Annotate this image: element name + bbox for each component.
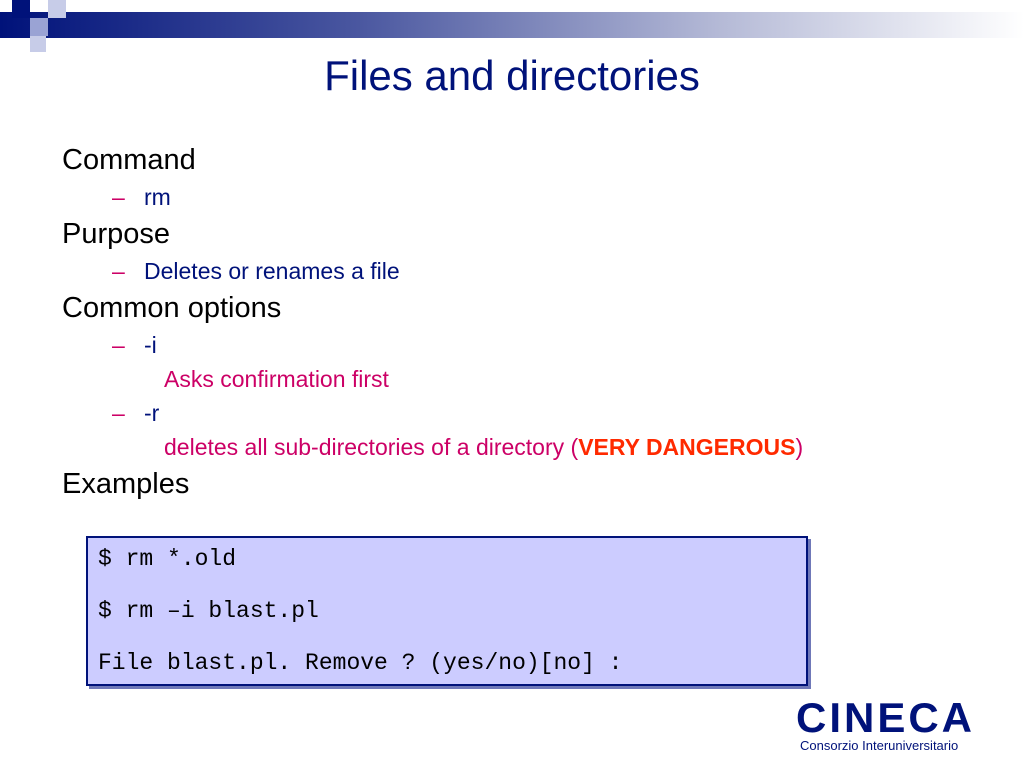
decor-square [30, 36, 46, 52]
purpose-heading: Purpose [62, 218, 171, 250]
examples-heading: Examples [62, 468, 190, 500]
code-example-box: $ rm *.old $ rm –i blast.pl File blast.p… [86, 536, 808, 686]
command-item: – rm [62, 180, 1002, 214]
logo-subtitle: Consorzio Interuniversitario [800, 738, 959, 753]
option-i-item: – -i [62, 328, 1002, 362]
dash-bullet: – [112, 184, 125, 210]
decor-square [0, 0, 12, 12]
options-heading: Common options [62, 292, 282, 324]
code-line: $ rm –i blast.pl [98, 598, 319, 624]
decor-square [30, 18, 48, 36]
code-line: File blast.pl. Remove ? (yes/no)[no] : [98, 650, 623, 676]
cineca-logo: CINECA Consorzio Interuniversitario [796, 694, 986, 760]
top-decoration-bar [0, 12, 1024, 38]
slide-title: Files and directories [324, 52, 700, 99]
code-line: $ rm *.old [98, 546, 237, 572]
command-heading: Command [62, 144, 196, 176]
decor-square [12, 0, 30, 18]
dash-bullet: – [112, 400, 125, 426]
logo-wordmark: CINECA [796, 694, 976, 741]
slide-content: Command – rm Purpose – Deletes or rename… [62, 140, 1002, 504]
option-r-description: deletes all sub-directories of a directo… [62, 430, 1002, 464]
command-value: rm [144, 184, 171, 210]
dash-bullet: – [112, 258, 125, 284]
decor-square [48, 0, 66, 18]
option-r-desc-suffix: ) [795, 434, 804, 460]
option-i: -i [144, 332, 157, 358]
option-r-desc-prefix: deletes all sub-directories of a directo… [164, 434, 579, 460]
danger-warning: VERY DANGEROUS [578, 434, 796, 460]
purpose-value: Deletes or renames a file [144, 258, 400, 284]
purpose-item: – Deletes or renames a file [62, 254, 1002, 288]
option-i-description: Asks confirmation first [164, 366, 389, 392]
option-r: -r [144, 400, 160, 426]
dash-bullet: – [112, 332, 125, 358]
option-r-item: – -r [62, 396, 1002, 430]
